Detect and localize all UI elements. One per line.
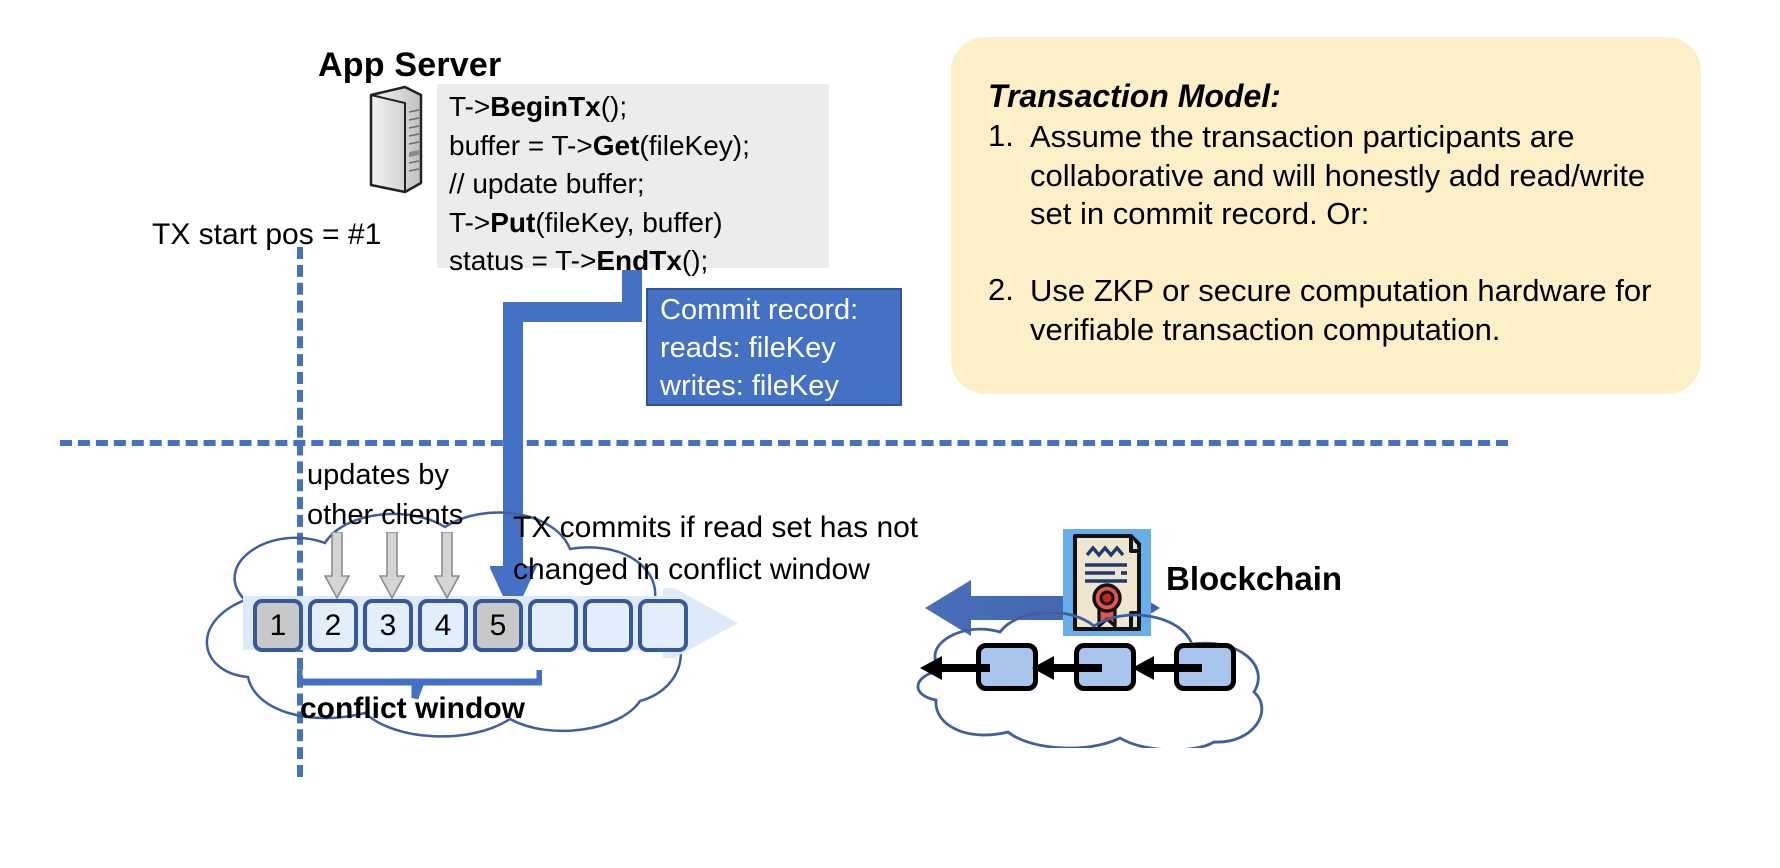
bidirectional-sync-arrow <box>925 580 1160 636</box>
text-line: updates by <box>307 459 449 491</box>
code-line: status = T->EndTx(); <box>449 245 709 276</box>
server-tower-icon <box>369 85 423 194</box>
blockchain-block[interactable] <box>1074 643 1136 691</box>
code-line: // update buffer; <box>449 168 645 199</box>
update-arrow-icon <box>324 532 350 600</box>
code-line: T->Put(fileKey, buffer) <box>449 206 723 238</box>
updates-by-other-clients-label: updates by other clients <box>307 455 463 535</box>
blockchain-link-arrow-icon <box>920 656 990 680</box>
ledger-block[interactable] <box>638 599 688 652</box>
blockchain-label: Blockchain <box>1166 560 1343 597</box>
ledger-block[interactable]: 2 <box>308 599 358 652</box>
blockchain-link-arrow-icon <box>1132 656 1202 680</box>
conflict-window-brace <box>297 670 542 700</box>
text-line: changed in conflict window <box>513 553 870 586</box>
commit-record-title: Commit record: <box>660 294 859 326</box>
code-line: T->BeginTx(); <box>449 91 628 122</box>
ledger-block[interactable]: 5 <box>473 599 523 652</box>
commit-record-reads: reads: fileKey <box>660 332 836 364</box>
blockchain-link-arrow-icon <box>1032 656 1102 680</box>
update-arrow-icon <box>434 532 460 600</box>
layer-separator-dashed-line <box>60 440 1508 446</box>
transaction-model-item-number-2: 2. <box>988 272 1014 307</box>
commit-record-writes: writes: fileKey <box>660 370 839 402</box>
ledger-block[interactable] <box>528 599 578 652</box>
ledger-block[interactable]: 3 <box>363 599 413 652</box>
blockchain-cloud-shape <box>916 612 1264 748</box>
tx-commit-note: TX commits if read set has not changed in… <box>513 507 918 591</box>
tx-start-pos-label: TX start pos = #1 <box>152 218 382 251</box>
ledger-block[interactable]: 4 <box>418 599 468 652</box>
app-server-title: App Server <box>318 46 502 84</box>
transaction-model-item-1: Assume the transaction participants are … <box>1030 119 1646 231</box>
transaction-model-item-number-1: 1. <box>988 118 1014 153</box>
ledger-block[interactable] <box>583 599 633 652</box>
commit-record-box <box>646 288 902 406</box>
ledger-block[interactable]: 1 <box>253 599 303 652</box>
commit-flow-arrow <box>490 270 642 618</box>
blockchain-block[interactable] <box>976 643 1038 691</box>
text-line: TX commits if read set has not <box>513 511 919 544</box>
text-line: other clients <box>307 499 464 531</box>
tx-start-pos-dashed-line <box>297 247 303 777</box>
transaction-model-callout <box>951 37 1701 394</box>
code-panel-background <box>437 84 829 268</box>
conflict-window-label: conflict window <box>300 692 525 725</box>
code-line: buffer = T->Get(fileKey); <box>449 129 750 161</box>
commit-record-text: Commit record: reads: fileKey writes: fi… <box>660 291 858 405</box>
code-snippet: T->BeginTx(); buffer = T->Get(fileKey); … <box>449 88 750 281</box>
update-arrow-icon <box>379 532 405 600</box>
transaction-model-title: Transaction Model: <box>988 78 1281 114</box>
transaction-model-item-2: Use ZKP or secure computation hardware f… <box>1030 273 1652 347</box>
